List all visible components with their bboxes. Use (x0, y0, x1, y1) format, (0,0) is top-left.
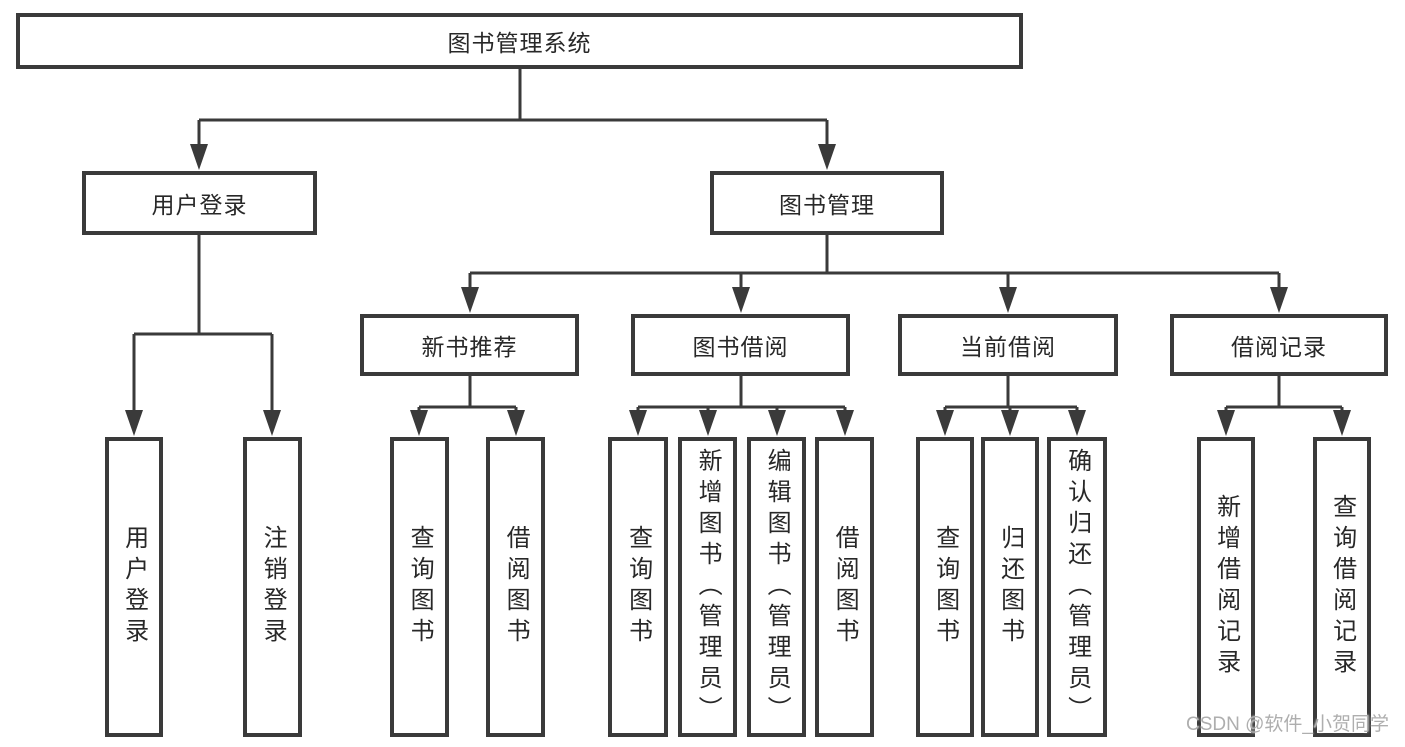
node-label: 图书借阅 (692, 334, 789, 360)
leaf-recommend-query-book: 查询图书 (390, 437, 449, 737)
node-current-borrowing: 当前借阅 (898, 314, 1118, 376)
node-label: 新增借阅记录 (1212, 494, 1240, 680)
leaf-records-query-borrow-record: 查询借阅记录 (1313, 437, 1371, 737)
node-label: 借阅图书 (502, 525, 530, 649)
leaf-user-login: 用户登录 (105, 437, 163, 737)
node-label: 注销登录 (259, 525, 287, 649)
node-label: 借阅记录 (1231, 334, 1327, 360)
node-label: 图书管理 (779, 192, 875, 218)
node-borrowing-records: 借阅记录 (1170, 314, 1388, 376)
leaf-records-add-borrow-record: 新增借阅记录 (1197, 437, 1255, 737)
node-label: 确认归还（管理员） (1063, 447, 1091, 727)
leaf-borrow-add-book-admin: 新增图书（管理员） (678, 437, 737, 737)
leaf-recommend-borrow-book: 借阅图书 (486, 437, 545, 737)
node-label: 新书推荐 (421, 334, 518, 360)
arrowheads (125, 144, 1351, 436)
node-label: 编辑图书（管理员） (763, 447, 791, 727)
node-label: 新增图书（管理员） (694, 447, 722, 727)
leaf-current-return-book: 归还图书 (981, 437, 1039, 737)
node-label: 查询借阅记录 (1328, 494, 1356, 680)
leaf-borrow-edit-book-admin: 编辑图书（管理员） (747, 437, 806, 737)
node-label: 借阅图书 (831, 525, 859, 649)
node-new-book-recommendation: 新书推荐 (360, 314, 579, 376)
node-label: 用户登录 (120, 525, 148, 649)
node-label: 归还图书 (996, 525, 1024, 649)
node-label: 用户登录 (151, 192, 248, 218)
watermark-text: CSDN @软件_小贺同学 (1186, 714, 1389, 735)
node-label: 当前借阅 (960, 334, 1056, 360)
node-book-management: 图书管理 (710, 171, 944, 235)
leaf-logout: 注销登录 (243, 437, 302, 737)
node-label: 查询图书 (931, 525, 959, 649)
leaf-borrow-borrow-book: 借阅图书 (815, 437, 874, 737)
leaf-current-confirm-return-admin: 确认归还（管理员） (1047, 437, 1107, 737)
node-label: 查询图书 (406, 525, 434, 649)
leaf-current-query-book: 查询图书 (916, 437, 974, 737)
node-library-system: 图书管理系统 (16, 13, 1023, 69)
node-label: 查询图书 (624, 525, 652, 649)
node-label: 图书管理系统 (447, 30, 592, 56)
node-user-login: 用户登录 (82, 171, 317, 235)
node-book-borrowing: 图书借阅 (631, 314, 850, 376)
leaf-borrow-query-book: 查询图书 (608, 437, 668, 737)
